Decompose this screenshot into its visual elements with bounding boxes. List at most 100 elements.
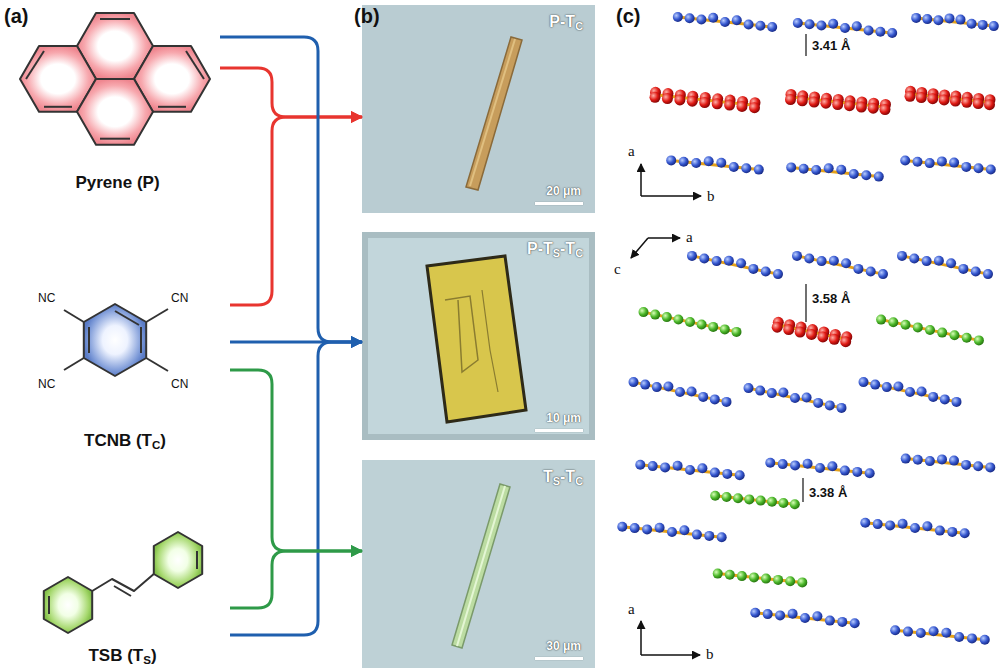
molecule-structure: Pyrene (P) [15, 5, 220, 197]
molecule-model [629, 377, 732, 407]
molecule-model [900, 156, 996, 175]
axis-label: a [628, 601, 635, 618]
panel-label: (b) [354, 5, 380, 27]
atom [873, 519, 883, 529]
atom [662, 93, 673, 104]
atom [725, 570, 735, 580]
merge-arrow [230, 551, 362, 608]
atom [778, 459, 788, 469]
atom [933, 15, 943, 25]
atom [767, 497, 777, 507]
atom [946, 258, 956, 268]
atom [825, 400, 835, 410]
atom [640, 380, 650, 390]
atom [893, 382, 903, 392]
atom [967, 633, 977, 643]
atom [806, 329, 817, 340]
atom [832, 99, 843, 110]
atom [960, 528, 970, 538]
distance-label: 3.58 Å [812, 292, 850, 306]
atom [861, 170, 871, 180]
atom [888, 317, 898, 327]
atom [870, 380, 880, 390]
molecule-model [639, 307, 742, 337]
atom [710, 491, 720, 501]
atom [916, 628, 926, 638]
merge-arrow [220, 37, 362, 342]
atom [775, 610, 785, 620]
molecule-model [687, 251, 783, 279]
atom [790, 460, 800, 470]
atom [720, 324, 730, 334]
atom [708, 13, 718, 23]
atom [629, 377, 639, 387]
atom [650, 92, 661, 103]
panel-label: (a) [4, 5, 28, 27]
atom [984, 99, 995, 110]
atom [795, 327, 806, 338]
atom [945, 13, 955, 23]
merge-arrow [230, 342, 362, 635]
atom [793, 18, 803, 28]
atom [910, 523, 920, 533]
merge-arrow [220, 68, 362, 117]
atom [837, 403, 847, 413]
atom [829, 334, 840, 345]
atom [685, 465, 695, 475]
atom [882, 382, 892, 392]
atom [980, 635, 990, 645]
atom [829, 256, 839, 266]
atom [732, 15, 742, 25]
atom [785, 576, 795, 586]
atom [699, 254, 709, 264]
atom [761, 267, 771, 277]
atom [744, 494, 754, 504]
atom [852, 21, 862, 31]
molecule-structure: TCNB (TC) [20, 285, 230, 455]
atom [856, 102, 867, 113]
atom [939, 94, 950, 105]
atom [704, 531, 714, 541]
atom [737, 571, 747, 581]
atom [773, 269, 783, 279]
atom [837, 617, 847, 627]
atom [790, 393, 800, 403]
atom [937, 328, 947, 338]
scale-bar [535, 429, 583, 432]
tcnb-structure [64, 304, 168, 376]
crystal-label: P-TS-TC [527, 240, 583, 258]
atom [941, 628, 951, 638]
molecule-model [765, 458, 874, 478]
atom [750, 608, 760, 618]
distance-ticks [803, 34, 806, 502]
atom [978, 20, 988, 30]
atom [887, 28, 897, 38]
molecule-model [713, 569, 808, 588]
atom [648, 461, 658, 471]
atom [885, 520, 895, 530]
atom [986, 165, 996, 175]
atom [950, 330, 960, 340]
atom [697, 463, 707, 473]
atom [874, 172, 884, 182]
atom [917, 387, 927, 397]
axis-label: c [614, 261, 621, 278]
atom [722, 469, 732, 479]
atom [720, 17, 730, 27]
atom [973, 98, 984, 109]
atom [816, 21, 826, 31]
atom [697, 320, 707, 330]
atom [849, 169, 859, 179]
atom [983, 269, 993, 279]
atom [809, 97, 820, 108]
atom [687, 96, 698, 107]
atom [800, 613, 810, 623]
atom [674, 94, 685, 105]
atom [772, 322, 783, 333]
atom [713, 569, 723, 579]
atom [913, 157, 923, 167]
group-label: NC [38, 378, 55, 391]
atom [799, 164, 809, 174]
crystal-micrograph: TS-TC30 μm [362, 460, 595, 668]
atom [909, 254, 919, 264]
